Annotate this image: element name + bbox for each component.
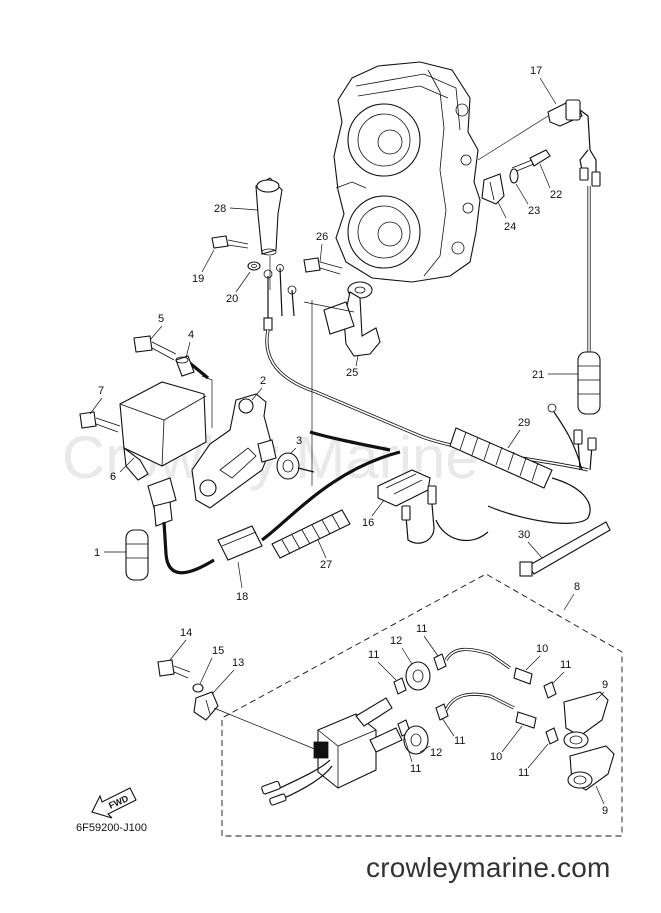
part-22-bolt (511, 149, 551, 173)
part-29-tube (449, 427, 591, 524)
callout-9b: 9 (602, 805, 608, 817)
callout-14: 14 (180, 627, 192, 639)
part-18-harness-block (147, 450, 401, 589)
callout-21: 21 (532, 369, 544, 381)
callout-10a: 10 (536, 643, 548, 655)
part-26-bolt (303, 257, 343, 275)
callout-11a: 11 (416, 623, 427, 635)
callout-6: 6 (110, 471, 116, 483)
part-23-washer (509, 168, 519, 184)
part-25-bracket (323, 281, 381, 357)
callout-22: 22 (550, 189, 562, 201)
part-20-washer (247, 261, 261, 271)
part-12-grommets (403, 661, 431, 755)
callout-11d: 11 (454, 735, 465, 747)
callout-11f: 11 (518, 767, 529, 779)
ignition-coil (261, 697, 403, 806)
callout-12a: 12 (390, 635, 402, 647)
engine-block-outline (333, 61, 481, 283)
callout-27: 27 (320, 559, 332, 571)
part-11-clips (393, 653, 559, 745)
callout-25: 25 (346, 367, 358, 379)
part-17-sensor (477, 99, 601, 352)
part-7-bolt (79, 411, 121, 433)
part-16-terminal-block (377, 469, 489, 544)
part-5-bolt (133, 335, 177, 361)
part-14-bolt (157, 659, 191, 679)
callout-18: 18 (236, 591, 248, 603)
callout-numbers: 17 22 23 24 28 26 19 20 25 5 4 2 7 3 6 2… (89, 65, 608, 817)
callout-28: 28 (214, 203, 226, 215)
wire-leads-29 (547, 403, 597, 471)
callout-1: 1 (94, 547, 100, 559)
callout-7: 7 (98, 385, 104, 397)
callout-10b: 10 (490, 751, 502, 763)
part-6-cdi-unit (119, 381, 207, 481)
part-1-connector (125, 529, 149, 581)
callout-20: 20 (226, 293, 238, 305)
callout-16: 16 (362, 517, 374, 529)
callout-8: 8 (574, 581, 580, 593)
callout-15: 15 (212, 645, 224, 657)
part-9-plug-caps (563, 691, 615, 791)
site-url[interactable]: crowleymarine.com (366, 852, 611, 883)
part-15-washer (192, 683, 204, 693)
fwd-arrow-icon: FWD (91, 787, 137, 819)
callout-4: 4 (188, 329, 194, 341)
ground-terminals (263, 264, 297, 331)
callout-12b: 12 (430, 747, 442, 759)
callout-5: 5 (158, 313, 164, 325)
callout-23: 23 (528, 205, 540, 217)
callout-26: 26 (316, 231, 328, 243)
callout-3: 3 (296, 435, 302, 447)
part-13-clamp (193, 691, 323, 753)
callout-2: 2 (260, 375, 266, 387)
callout-11e: 11 (410, 763, 421, 775)
callout-29: 29 (518, 417, 530, 429)
main-harness (184, 300, 589, 486)
callout-24: 24 (504, 221, 516, 233)
part-27-tube (271, 509, 351, 559)
part-4-collar (175, 355, 195, 377)
part-30-cable-tie (519, 521, 611, 577)
part-19-bolt (211, 235, 249, 249)
high-tension-cords (444, 647, 515, 711)
callout-30: 30 (518, 529, 530, 541)
part-21-connector (577, 351, 601, 415)
callout-13: 13 (232, 657, 244, 669)
callout-17: 17 (530, 65, 542, 77)
part-28-plug-cap (255, 177, 283, 290)
part-2-bracket (191, 393, 277, 509)
part-3-grommet (276, 452, 315, 480)
part-24-clamp (481, 173, 505, 205)
callout-9a: 9 (602, 679, 608, 691)
callout-19: 19 (192, 273, 204, 285)
callout-11c: 11 (560, 659, 571, 671)
part-10-tubes (513, 667, 537, 729)
drawing-code: 6F59200-J100 (76, 822, 147, 834)
callout-11b: 11 (368, 649, 379, 661)
